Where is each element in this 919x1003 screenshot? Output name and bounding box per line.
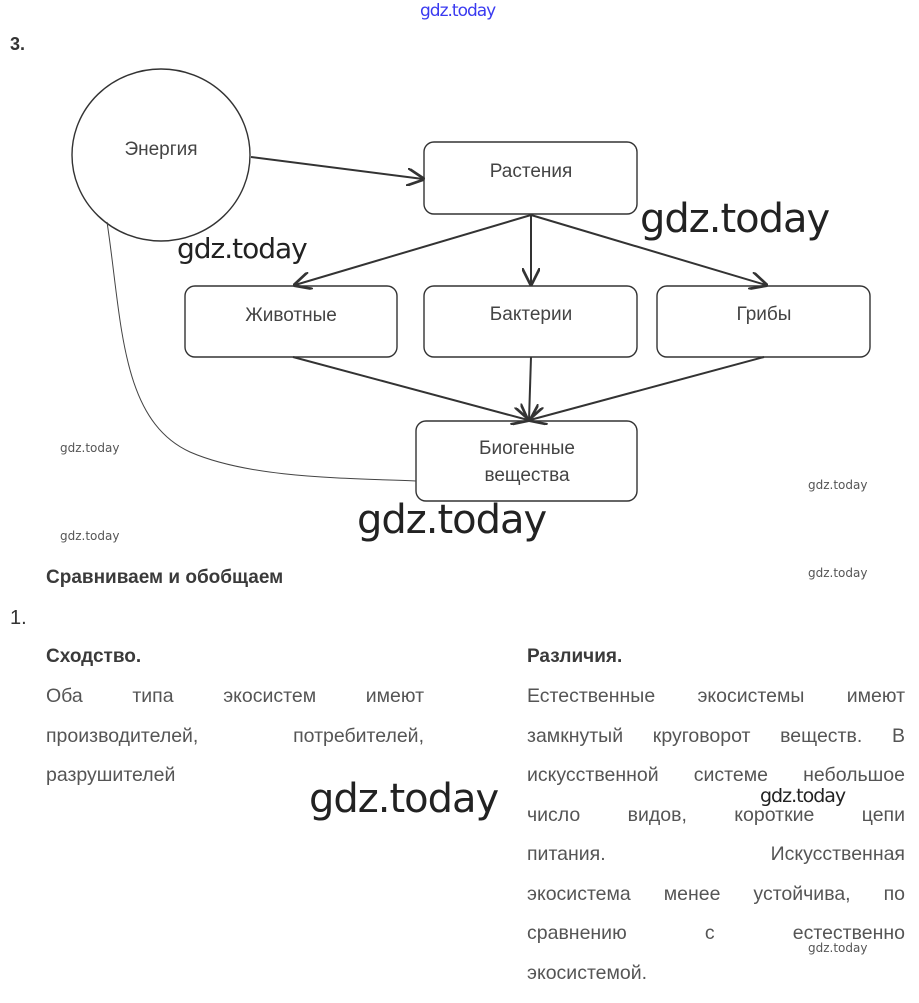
arrow-animals-biogenic xyxy=(292,356,528,420)
text-line: искусственной системе небольшое xyxy=(527,764,905,786)
animals-label: Животные xyxy=(245,305,337,326)
text-line: производителей, потребителей, xyxy=(46,724,424,747)
arrow-plants-animals xyxy=(295,214,532,285)
similarity-text: Оба типа экосистем имеют производителей,… xyxy=(46,677,424,796)
arrow-plants-fungi xyxy=(530,214,766,285)
watermark: gdz.today xyxy=(60,529,120,543)
plants-label: Растения xyxy=(490,161,573,182)
text-line: экосистема менее устойчива, по xyxy=(527,882,905,905)
watermark: gdz.today xyxy=(808,478,868,492)
differences-title: Различия. xyxy=(527,646,623,667)
text-line: Оба типа экосистем имеют xyxy=(46,685,424,707)
watermark: gdz.today xyxy=(309,776,499,822)
text-line: питания. Искусственная xyxy=(527,843,905,865)
text-line: сравнению с естественно xyxy=(527,922,905,944)
watermark: gdz.today xyxy=(177,232,308,265)
text-line: Естественные экосистемы имеют xyxy=(527,685,905,707)
energy-node xyxy=(71,68,251,242)
biogenic-node xyxy=(415,420,638,502)
biogenic-label-2: вещества xyxy=(484,465,570,486)
differences-text: Естественные экосистемы имеют замкнутый … xyxy=(527,677,905,993)
biogenic-label-1: Биогенные xyxy=(479,438,575,459)
watermark: gdz.today xyxy=(60,441,120,455)
return-curve xyxy=(106,221,417,482)
text-line: замкнутый круговорот веществ. В xyxy=(527,724,905,747)
section-heading: Сравниваем и обобщаем xyxy=(46,567,284,588)
watermark: gdz.today xyxy=(357,497,547,543)
text-line: экосистемой. xyxy=(527,961,648,984)
task-number-1: 1. xyxy=(10,607,27,629)
watermark-top: gdz.today xyxy=(420,1,496,21)
text-line: разрушителей xyxy=(46,764,176,786)
watermark: gdz.today xyxy=(808,941,868,955)
bacteria-label: Бактерии xyxy=(490,304,572,325)
ecosystem-diagram: Энергия Растения Животные Бактерии Грибы… xyxy=(71,68,871,502)
watermark: gdz.today xyxy=(640,196,830,242)
arrow-energy-plants xyxy=(250,156,423,179)
energy-label: Энергия xyxy=(124,139,197,160)
arrow-bacteria-biogenic xyxy=(529,356,531,420)
arrow-fungi-biogenic xyxy=(530,356,765,420)
fungi-label: Грибы xyxy=(737,304,792,325)
similarity-title: Сходство. xyxy=(46,646,142,667)
watermark: gdz.today xyxy=(808,566,868,580)
watermark: gdz.today xyxy=(760,785,846,807)
task-number-3: 3. xyxy=(10,34,26,54)
text-line: число видов, короткие цепи xyxy=(527,803,905,826)
